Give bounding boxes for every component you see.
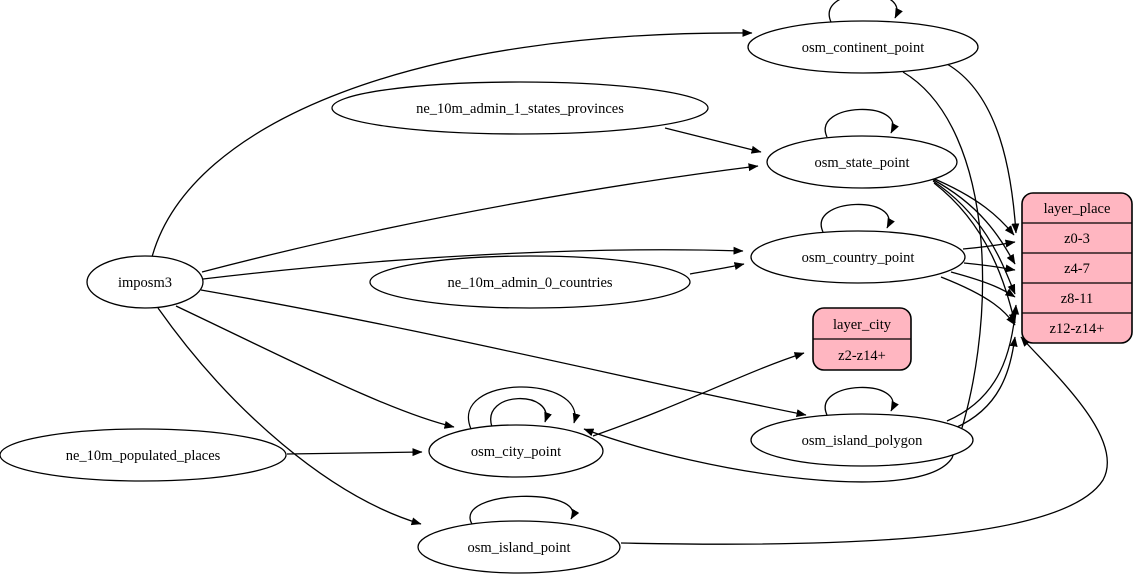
record-layer_city: layer_city z2-z14+ (812, 307, 912, 371)
self-loop-osm_island_point (469, 495, 580, 525)
node-ne_10m_populated_places: ne_10m_populated_places (0, 428, 287, 482)
node-osm_city_point-shape (428, 424, 604, 478)
node-osm_continent_point-shape (747, 20, 979, 74)
node-imposm3-shape (86, 255, 204, 309)
edge-osm_island_polygon-layer_place-z8-11 (946, 304, 1020, 422)
node-osm_city_point: osm_city_point (428, 424, 604, 478)
node-osm_continent_point-label: osm_continent_point (802, 40, 924, 56)
self-loop-osm_country_point (820, 203, 895, 233)
edge-osm_state_point-layer_place-z8-11 (932, 180, 1016, 295)
edge-osm_state_point-layer_place-z0-3 (929, 176, 1015, 236)
node-ne_10m_admin_0_countries-shape (369, 255, 691, 309)
node-osm_state_point-label: osm_state_point (814, 155, 909, 171)
node-ne_10m_admin_1_states_provinces-label: ne_10m_admin_1_states_provinces (416, 101, 624, 117)
node-osm_continent_point: osm_continent_point (747, 20, 979, 74)
record-layer_place-box (1021, 192, 1133, 344)
record-layer_place-row-z8-11: z8-11 (1061, 291, 1093, 307)
self-loop-osm_continent_point (828, 0, 903, 23)
node-osm_island_polygon-shape (750, 413, 974, 467)
edge-imposm3-osm_city_point (175, 305, 455, 429)
edge-osm_country_point-layer_place-z8-11 (950, 271, 1016, 298)
nodes: imposm3 ne_10m_admin_1_states_provinces … (0, 20, 979, 574)
node-ne_10m_admin_1_states_provinces-shape (331, 81, 709, 135)
self-loop-osm_island_polygon (824, 386, 899, 416)
node-ne_10m_populated_places-label: ne_10m_populated_places (66, 448, 221, 464)
self-loop-osm_city_point-outer (467, 386, 581, 430)
node-osm_state_point-shape (766, 135, 958, 189)
node-osm_city_point-label: osm_city_point (471, 444, 561, 460)
edge-ne_10m_admin_1_states_provinces-osm_state_point (664, 127, 762, 154)
edges (151, 0, 1108, 545)
edge-imposm3-osm_island_point (157, 307, 422, 526)
edge-imposm3-osm_country_point (202, 246, 744, 280)
node-imposm3-label: imposm3 (118, 275, 172, 291)
node-imposm3: imposm3 (86, 255, 204, 309)
node-osm_country_point: osm_country_point (750, 230, 966, 284)
edge-osm_continent_point-layer_place-z0-3 (946, 63, 1020, 234)
record-layer_place: layer_place z0-3 z4-7 z8-11 z12-z14+ (1021, 192, 1133, 344)
edge-ne_10m_admin_0_countries-osm_country_point (689, 262, 745, 275)
node-osm_island_point: osm_island_point (417, 520, 621, 574)
node-ne_10m_admin_0_countries-label: ne_10m_admin_0_countries (447, 275, 612, 291)
record-layer_place-row-z0-3: z0-3 (1064, 231, 1090, 247)
node-osm_island_polygon: osm_island_polygon (750, 413, 974, 467)
record-layer_place-row-z4-7: z4-7 (1064, 261, 1090, 277)
edge-imposm3-osm_state_point (201, 163, 759, 273)
node-ne_10m_admin_0_countries: ne_10m_admin_0_countries (369, 255, 691, 309)
record-layer_place-row-z12-z14: z12-z14+ (1050, 321, 1105, 337)
edge-osm_country_point-layer_place-z12-z14 (940, 276, 1016, 326)
node-ne_10m_admin_1_states_provinces: ne_10m_admin_1_states_provinces (331, 81, 709, 135)
node-osm_island_point-label: osm_island_point (467, 540, 570, 556)
record-layer_city-title: layer_city (833, 317, 892, 333)
node-osm_state_point: osm_state_point (766, 135, 958, 189)
edge-osm_island_point-layer_place-z12-z14 (620, 336, 1108, 545)
edge-ne_10m_populated_places-osm_city_point (286, 448, 423, 457)
edge-osm_city_point-layer_city-z2-z14 (592, 352, 805, 437)
edge-osm_island_polygon-layer_place-z12-z14 (954, 336, 1018, 429)
node-osm_country_point-label: osm_country_point (802, 250, 915, 266)
node-osm_island_point-shape (417, 520, 621, 574)
node-osm_country_point-shape (750, 230, 966, 284)
node-ne_10m_populated_places-shape (0, 428, 287, 482)
edge-osm_state_point-layer_place-z4-7 (931, 178, 1016, 265)
node-osm_island_polygon-label: osm_island_polygon (802, 433, 924, 449)
edge-imposm3-osm_continent_point (151, 28, 753, 258)
self-loop-osm_state_point (824, 108, 899, 138)
record-layer_place-title: layer_place (1044, 201, 1111, 217)
edge-imposm3-osm_island_polygon (200, 289, 807, 418)
edge-osm_country_point-layer_place-z0-3 (962, 239, 1016, 250)
self-loop-osm_city_point-inner (490, 397, 552, 428)
edge-osm_continent_point-osm_city_point (583, 71, 984, 483)
edge-osm_country_point-layer_place-z4-7 (963, 262, 1016, 273)
record-layer_city-row-z2-z14: z2-z14+ (838, 348, 886, 364)
